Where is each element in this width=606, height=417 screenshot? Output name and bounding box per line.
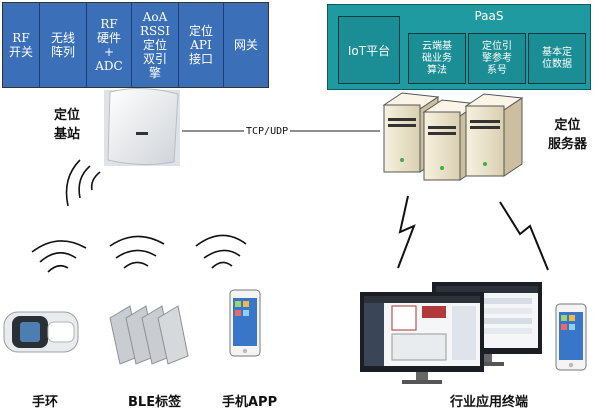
positioning-engine-box: 定位引 擎参考 系号 — [468, 33, 526, 84]
base-station-module-table: RF 开关 无线 阵列 RF 硬件 + ADC AoA RSSI 定位 双引 擎… — [2, 2, 269, 88]
wristband-device — [3, 311, 79, 353]
phone-app-device — [229, 289, 261, 357]
wristband-label: 手环 — [32, 395, 59, 410]
paas-title: PaaS — [474, 9, 504, 23]
industry-terminal-phone — [555, 303, 587, 371]
module-positioning-api: 定位 API 接口 — [179, 3, 224, 87]
iot-platform-box: IoT平台 — [338, 16, 400, 84]
signal-waves-base — [65, 159, 101, 207]
module-rf-switch: RF 开关 — [3, 3, 40, 87]
module-aoa-rssi-engine: AoA RSSI 定位 双引 擎 — [132, 3, 179, 87]
signal-waves-band — [31, 240, 87, 273]
signal-waves-ble — [109, 235, 165, 269]
wireless-link-left — [397, 195, 416, 269]
base-station-device — [104, 87, 180, 166]
industry-terminal-label: 行业应用终端 — [450, 395, 529, 410]
signal-waves-app — [195, 234, 247, 269]
cloud-algorithm-box: 云端基 础业务 算法 — [408, 33, 466, 84]
phone-app-label: 手机APP — [222, 395, 278, 410]
ble-tags — [109, 305, 189, 365]
base-station-label: 定位 基站 — [54, 108, 81, 142]
wireless-link-right — [499, 201, 549, 271]
paas-platform: PaaS IoT平台 云端基 础业务 算法 定位引 擎参考 系号 基本定 位数据 — [327, 4, 591, 90]
module-gateway: 网关 — [233, 38, 258, 52]
module-rf-hardware-adc: RF 硬件 + ADC — [87, 3, 132, 87]
tcp-udp-label: TCP/UDP — [244, 126, 291, 137]
industry-terminal-monitors — [360, 282, 542, 384]
server-cluster — [382, 92, 524, 181]
positioning-data-box: 基本定 位数据 — [528, 33, 586, 84]
server-label: 定位 服务器 — [548, 118, 588, 152]
ble-tag-label: BLE标签 — [128, 395, 182, 410]
module-wireless-array: 无线 阵列 — [40, 3, 87, 87]
